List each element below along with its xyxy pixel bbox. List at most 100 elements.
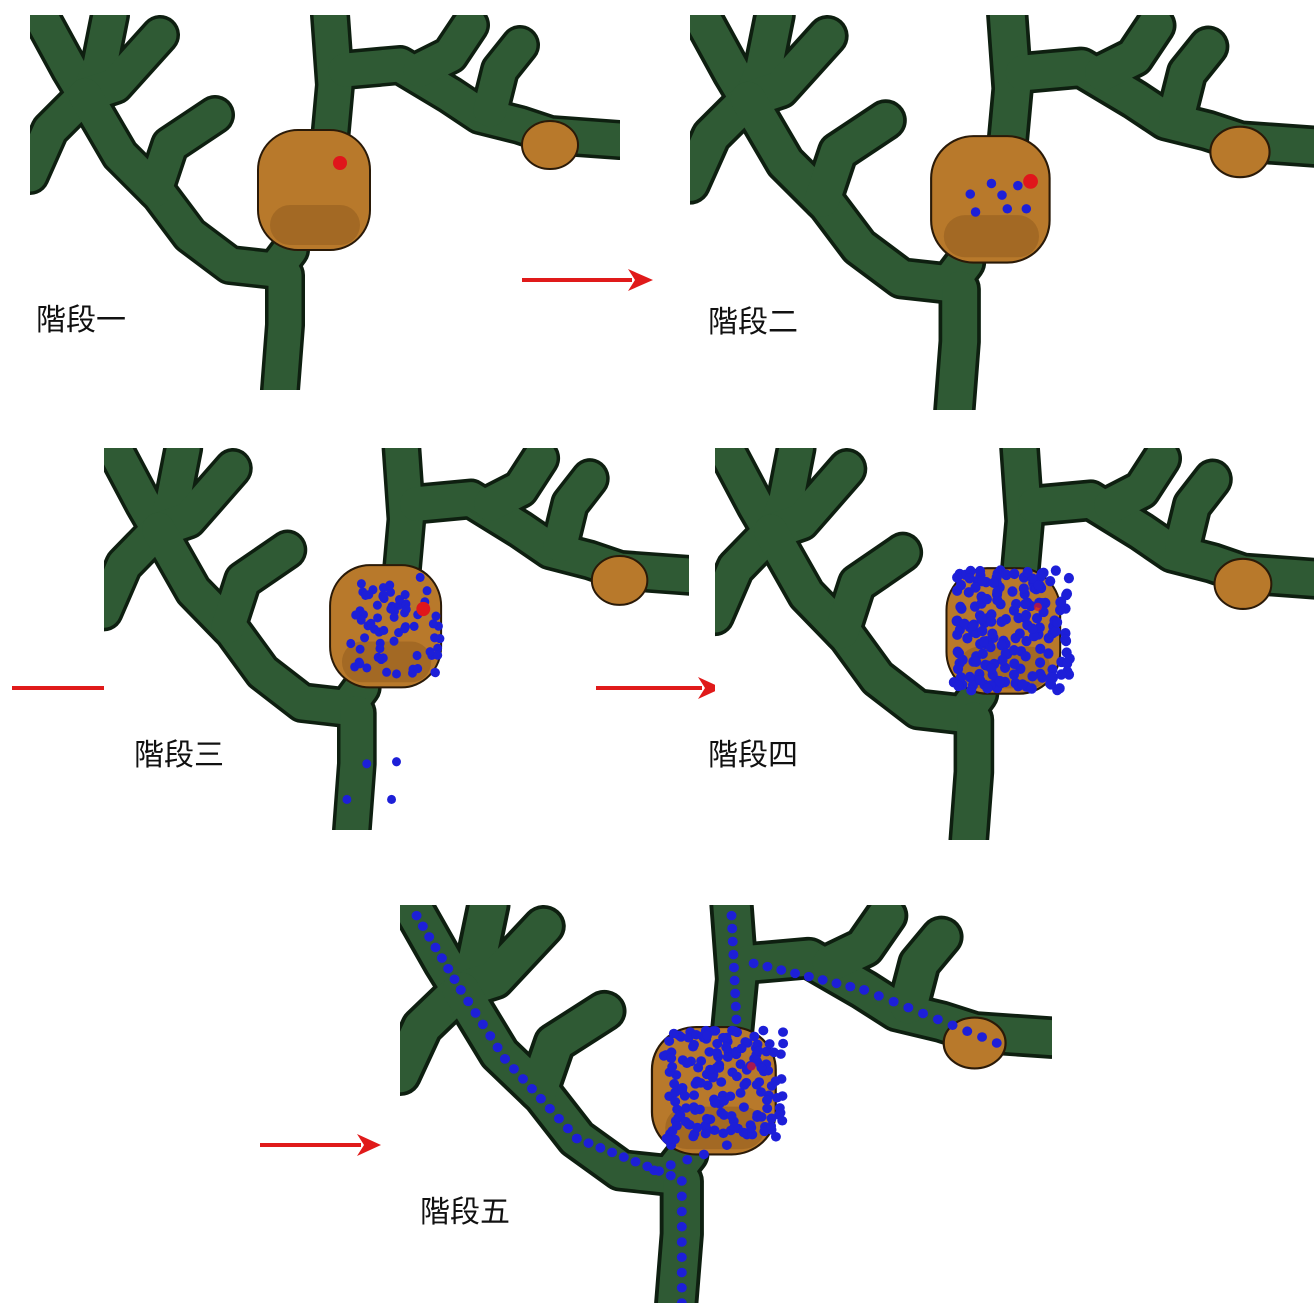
particle (619, 1152, 629, 1162)
particle (430, 633, 439, 642)
stage-4-panel (715, 448, 1314, 840)
particle (955, 602, 965, 612)
particle (375, 644, 384, 653)
particle (987, 179, 997, 188)
small-tumor (592, 556, 648, 605)
particle (987, 629, 997, 639)
main-tumor-shade (270, 205, 360, 245)
particle (392, 757, 401, 766)
particle (395, 595, 404, 604)
particle (1020, 599, 1030, 609)
red-arrow-icon (594, 673, 724, 703)
particle (730, 989, 740, 999)
particle (731, 1015, 741, 1025)
particle (982, 594, 992, 604)
particle (1009, 669, 1019, 679)
small-tumor (1210, 127, 1269, 178)
particle (752, 1080, 762, 1090)
particle (889, 997, 899, 1007)
particle (749, 1032, 759, 1042)
particle (412, 911, 422, 921)
particle (493, 1043, 503, 1053)
stage-2-panel (690, 15, 1314, 410)
origin-point (747, 1062, 756, 1070)
particle (1056, 669, 1066, 679)
particle (362, 759, 371, 768)
particle (426, 647, 435, 656)
particle (1027, 683, 1037, 693)
particle (718, 1129, 728, 1139)
particle (729, 963, 739, 973)
origin-point (1034, 603, 1042, 611)
particle (431, 943, 441, 953)
particle (731, 1002, 741, 1012)
particle (992, 1038, 1002, 1048)
particle (968, 620, 978, 630)
particle (1022, 204, 1032, 213)
particle (387, 795, 396, 804)
particle (346, 639, 355, 648)
particle (727, 924, 737, 934)
particle (699, 1150, 709, 1160)
particle (1011, 599, 1021, 609)
particle (418, 921, 428, 931)
particle (450, 975, 460, 985)
particle (595, 1143, 605, 1153)
origin-point (333, 156, 347, 170)
red-arrow-icon (520, 265, 655, 295)
particle (971, 657, 981, 667)
particle (977, 626, 987, 636)
particle (710, 1125, 720, 1135)
particle (666, 1160, 676, 1170)
particle (716, 1077, 726, 1087)
particle (874, 991, 884, 1001)
particle (971, 207, 981, 216)
particle (1019, 583, 1029, 593)
particle (1007, 586, 1017, 596)
particle (416, 573, 425, 582)
particle (767, 1114, 777, 1124)
particle (727, 1111, 737, 1121)
particle (572, 1134, 582, 1144)
particle (649, 1166, 659, 1176)
particle (386, 604, 395, 613)
particle (1023, 567, 1033, 577)
particle (818, 975, 828, 985)
vessel-branch (954, 289, 959, 410)
particle (518, 1074, 528, 1084)
particle (966, 189, 976, 198)
particle (832, 979, 842, 989)
particle (373, 613, 382, 622)
particle (402, 605, 411, 614)
particle (714, 1063, 724, 1073)
particle (485, 1031, 495, 1041)
origin-point (416, 602, 430, 616)
stage-3-label: 階段三 (134, 730, 224, 774)
particle (471, 1008, 481, 1018)
particle (986, 663, 996, 673)
particle (728, 950, 738, 960)
particle (767, 1081, 777, 1091)
particle (970, 582, 980, 592)
particle (1017, 679, 1027, 689)
particle (670, 1097, 680, 1107)
particle (443, 964, 453, 974)
particle (509, 1064, 519, 1074)
particle (695, 1105, 705, 1115)
particle (721, 1043, 731, 1053)
particle (708, 1073, 718, 1083)
particle (400, 624, 409, 633)
particle (979, 636, 989, 646)
particle (948, 1020, 958, 1030)
particle (677, 1191, 687, 1201)
particle (762, 1095, 772, 1105)
stage-1-label: 階段一 (36, 295, 126, 339)
particle (677, 1176, 687, 1186)
particle (1035, 657, 1045, 667)
stage-4-scene (715, 448, 1314, 840)
particle (772, 1093, 782, 1103)
particle (1027, 671, 1037, 681)
particle (545, 1104, 555, 1114)
particle (355, 659, 364, 668)
particle (804, 972, 814, 982)
